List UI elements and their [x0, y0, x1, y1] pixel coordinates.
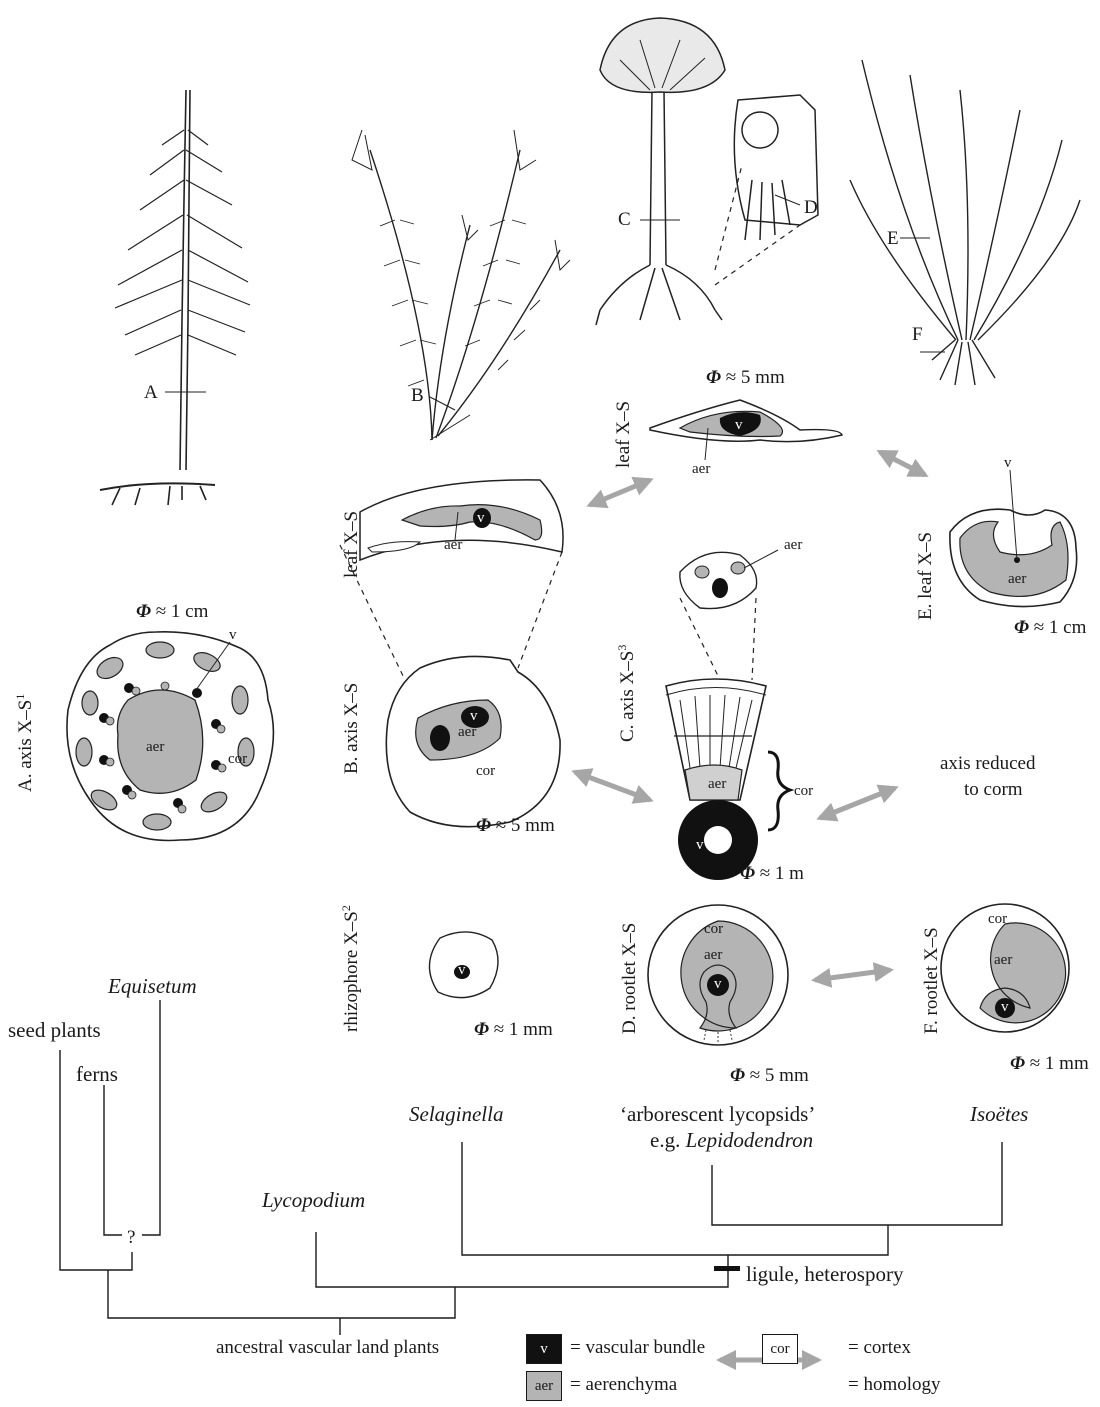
label-plant-a: A	[144, 383, 158, 402]
lepidodendron-axis-section	[666, 679, 790, 880]
label-aer: aer	[444, 538, 462, 553]
title-lepidodendron-rootlet: D. rootlet X–S	[620, 923, 639, 1034]
zoom-line	[752, 598, 756, 680]
selaginella-plant-illustration	[352, 130, 570, 440]
label-v: v	[1001, 1000, 1009, 1015]
label-aer: aer	[1008, 572, 1026, 587]
synapomorphy-label: ligule, heterospory	[746, 1264, 903, 1285]
diameter-lepidodendron-axis: Φ ≈ 1 m	[740, 864, 804, 883]
label-cor: cor	[476, 764, 495, 779]
label-cor: cor	[988, 912, 1007, 927]
taxon-arborescent-lycopsids: ‘arborescent lycopsids’	[620, 1104, 815, 1125]
label-v: v	[735, 418, 743, 433]
label-v: v	[458, 963, 466, 978]
title-selaginella-axis: B. axis X–S	[342, 683, 361, 774]
label-aer: aer	[994, 953, 1012, 968]
taxon-lepidodendron: e.g. Lepidodendron	[650, 1130, 813, 1151]
label-aer: aer	[692, 462, 710, 477]
zoom-line	[518, 552, 562, 668]
diameter-rhizophore: Φ ≈ 1 mm	[474, 1020, 553, 1039]
isoetes-axis-text-1: axis reduced	[940, 754, 1035, 773]
label-aer: aer	[708, 777, 726, 792]
diameter-lepidodendron-leaf: Φ ≈ 5 mm	[706, 368, 785, 387]
lepidodendron-small-section	[680, 550, 778, 609]
title-lepidodendron-leaf: leaf X–S	[614, 401, 633, 468]
title-selaginella-leaf: leaf X–S	[342, 511, 361, 578]
legend-cortex-swatch: cor	[762, 1334, 798, 1364]
lepidodendron-plant-illustration	[596, 18, 818, 325]
lepidodendron-leaf-section	[650, 400, 842, 460]
label-cor: cor	[704, 922, 723, 937]
legend-aerenchyma-text: = aerenchyma	[570, 1375, 677, 1394]
title-isoetes-leaf: E. leaf X–S	[916, 532, 935, 620]
equisetum-plant-illustration	[100, 90, 250, 505]
diameter-isoetes-rootlet: Φ ≈ 1 mm	[1010, 1054, 1089, 1073]
title-lepidodendron-axis: C. axis X–S3	[618, 645, 637, 742]
label-plant-f: F	[912, 325, 923, 344]
taxon-seed-plants: seed plants	[8, 1020, 101, 1041]
synapomorphy-bar	[714, 1266, 740, 1271]
label-v: v	[714, 977, 722, 992]
isoetes-plant-illustration	[850, 60, 1080, 385]
uncertain-node: ?	[127, 1228, 135, 1247]
label-plant-e: E	[887, 229, 899, 248]
label-v: v	[477, 511, 485, 526]
label-aer: aer	[458, 725, 476, 740]
label-plant-c: C	[618, 210, 631, 229]
title-rhizophore: rhizophore X–S2	[342, 905, 361, 1032]
legend-homology-text: = homology	[848, 1375, 941, 1394]
label-plant-b: B	[411, 386, 424, 405]
label-v: v	[1004, 456, 1012, 471]
legend-vascular-text: = vascular bundle	[570, 1338, 705, 1357]
label-aer: aer	[146, 740, 164, 755]
diameter-lepidodendron-rootlet: Φ ≈ 5 mm	[730, 1066, 809, 1085]
taxon-lycopodium: Lycopodium	[262, 1190, 365, 1211]
legend-aerenchyma-swatch: aer	[526, 1371, 562, 1401]
diameter-selaginella-axis: Φ ≈ 5 mm	[476, 816, 555, 835]
legend-vascular-swatch: v	[526, 1334, 562, 1364]
label-aer: aer	[704, 948, 722, 963]
label-v: v	[229, 628, 237, 643]
taxon-ferns: ferns	[76, 1064, 118, 1085]
taxon-selaginella: Selaginella	[409, 1104, 503, 1125]
label-aer: aer	[784, 538, 802, 553]
title-equisetum-axis: A. axis X–S1	[16, 694, 35, 792]
isoetes-axis-text-2: to corm	[964, 780, 1023, 799]
legend-cortex-text: = cortex	[848, 1338, 911, 1357]
label-v: v	[470, 709, 478, 724]
label-cor: cor	[794, 784, 813, 799]
label-cor: cor	[228, 752, 247, 767]
diameter-equisetum-axis: Φ ≈ 1 cm	[136, 602, 208, 621]
selaginella-axis-section	[386, 656, 560, 826]
taxon-isoetes: Isoëtes	[970, 1104, 1028, 1125]
label-v: v	[696, 838, 704, 853]
equisetum-axis-section	[67, 632, 274, 841]
label-plant-d: D	[804, 198, 818, 217]
diameter-isoetes-leaf: Φ ≈ 1 cm	[1014, 618, 1086, 637]
title-isoetes-rootlet: F. rootlet X–S	[922, 927, 941, 1034]
taxon-equisetum: Equisetum	[108, 976, 197, 997]
root-label: ancestral vascular land plants	[216, 1338, 439, 1357]
zoom-line	[680, 598, 720, 680]
